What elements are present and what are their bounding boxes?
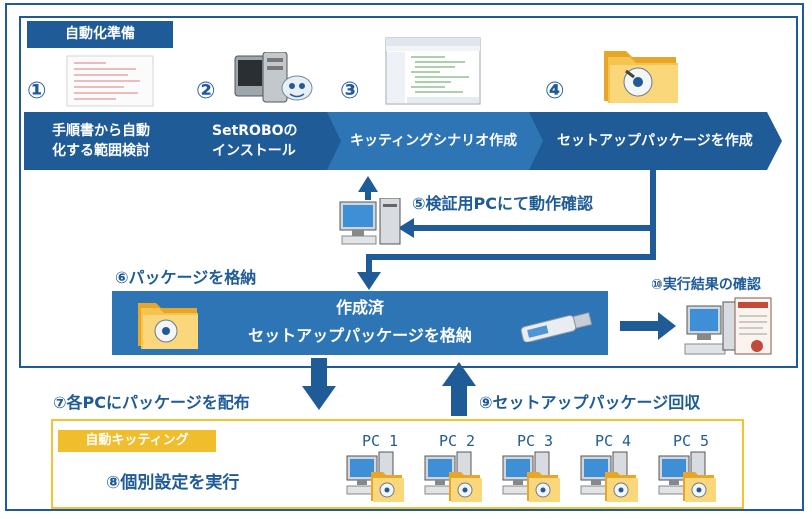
step-7-label: ⑦各PCにパッケージを配布 [53,393,250,412]
step-1-label: 手順書から自動 化する範囲検討 [52,118,150,164]
pc-3-icon [502,451,561,503]
storage-text-line2: セットアップパッケージを格納 [248,326,472,345]
outer-frame [5,3,804,511]
pc-3-label: PC 3 [516,432,554,450]
step-10-label: ⑩実行結果の確認 [651,277,761,293]
step-3-number: ③ [340,78,360,104]
editor-window-icon [385,37,481,105]
log-report-icon [684,297,772,355]
pc-5-label: PC 5 [672,432,710,450]
usb-drive-icon [520,312,593,342]
server-icon [234,52,313,103]
storage-text: 作成済 セットアップパッケージを格納 [210,294,510,350]
step-2-label-line2: インストール [212,143,296,159]
pc-2-icon [424,451,483,503]
preparation-title: 自動化準備 [27,21,173,48]
pc-4-icon [580,451,639,503]
step-2-number: ② [196,78,216,104]
document-icon [66,55,154,107]
pc-1-icon [346,451,405,503]
auto-kitting-frame [51,419,744,509]
step-1-number: ① [27,78,47,104]
pc-5-icon [658,451,717,503]
step-6-label: ⑥パッケージを格納 [115,268,257,287]
folder-package-icon-store [138,303,198,349]
pc-4-label: PC 4 [594,432,632,450]
step-2-label: SetROBOの インストール [212,118,298,164]
step-1-label-line1: 手順書から自動 [52,123,150,139]
preparation-frame [19,16,798,368]
desktop-pc-icon [339,198,401,245]
step-1-label-line2: 化する範囲検討 [52,143,150,159]
step-2-label-line1: SetROBOの [212,123,298,139]
step-8-label: ⑧個別設定を実行 [106,473,240,493]
step-5-label: ⑤検証用PCにて動作確認 [412,194,594,213]
step-9-label: ⑨セットアップパッケージ回収 [479,393,701,412]
pc-2-label: PC 2 [438,432,476,450]
storage-text-line1: 作成済 [335,298,384,317]
folder-package-icon [604,51,678,103]
step-3-label: キッティングシナリオ作成 [350,133,518,149]
step-4-label: セットアップパッケージを作成 [557,133,753,149]
step-4-number: ④ [545,78,565,104]
pc-1-label: PC 1 [361,432,399,450]
auto-kitting-title: 自動キッティング [58,430,216,452]
